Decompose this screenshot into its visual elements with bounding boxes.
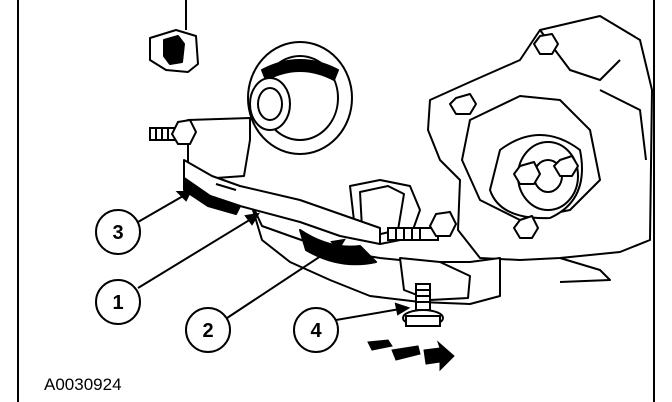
arrow-icon (367, 339, 393, 351)
direction-arrows (367, 339, 455, 372)
left-stud (149, 118, 198, 145)
callout-label: 1 (112, 292, 123, 314)
right-stud (387, 210, 458, 241)
callout-label: 3 (112, 222, 123, 244)
figure-id: A0030924 (44, 375, 122, 394)
reinforcement-bracket (183, 159, 381, 245)
engine-block (149, 0, 653, 305)
callout-1: 1 (95, 279, 141, 325)
leader-lines (137, 191, 411, 321)
arrow-icon (391, 345, 421, 361)
callout-2: 2 (185, 307, 231, 353)
callout-label: 4 (310, 320, 322, 342)
callout-label: 2 (202, 320, 213, 342)
callout-4: 4 (293, 307, 339, 353)
arrow-icon (423, 340, 455, 372)
callout-3: 3 (95, 209, 141, 255)
bolt (402, 283, 444, 327)
